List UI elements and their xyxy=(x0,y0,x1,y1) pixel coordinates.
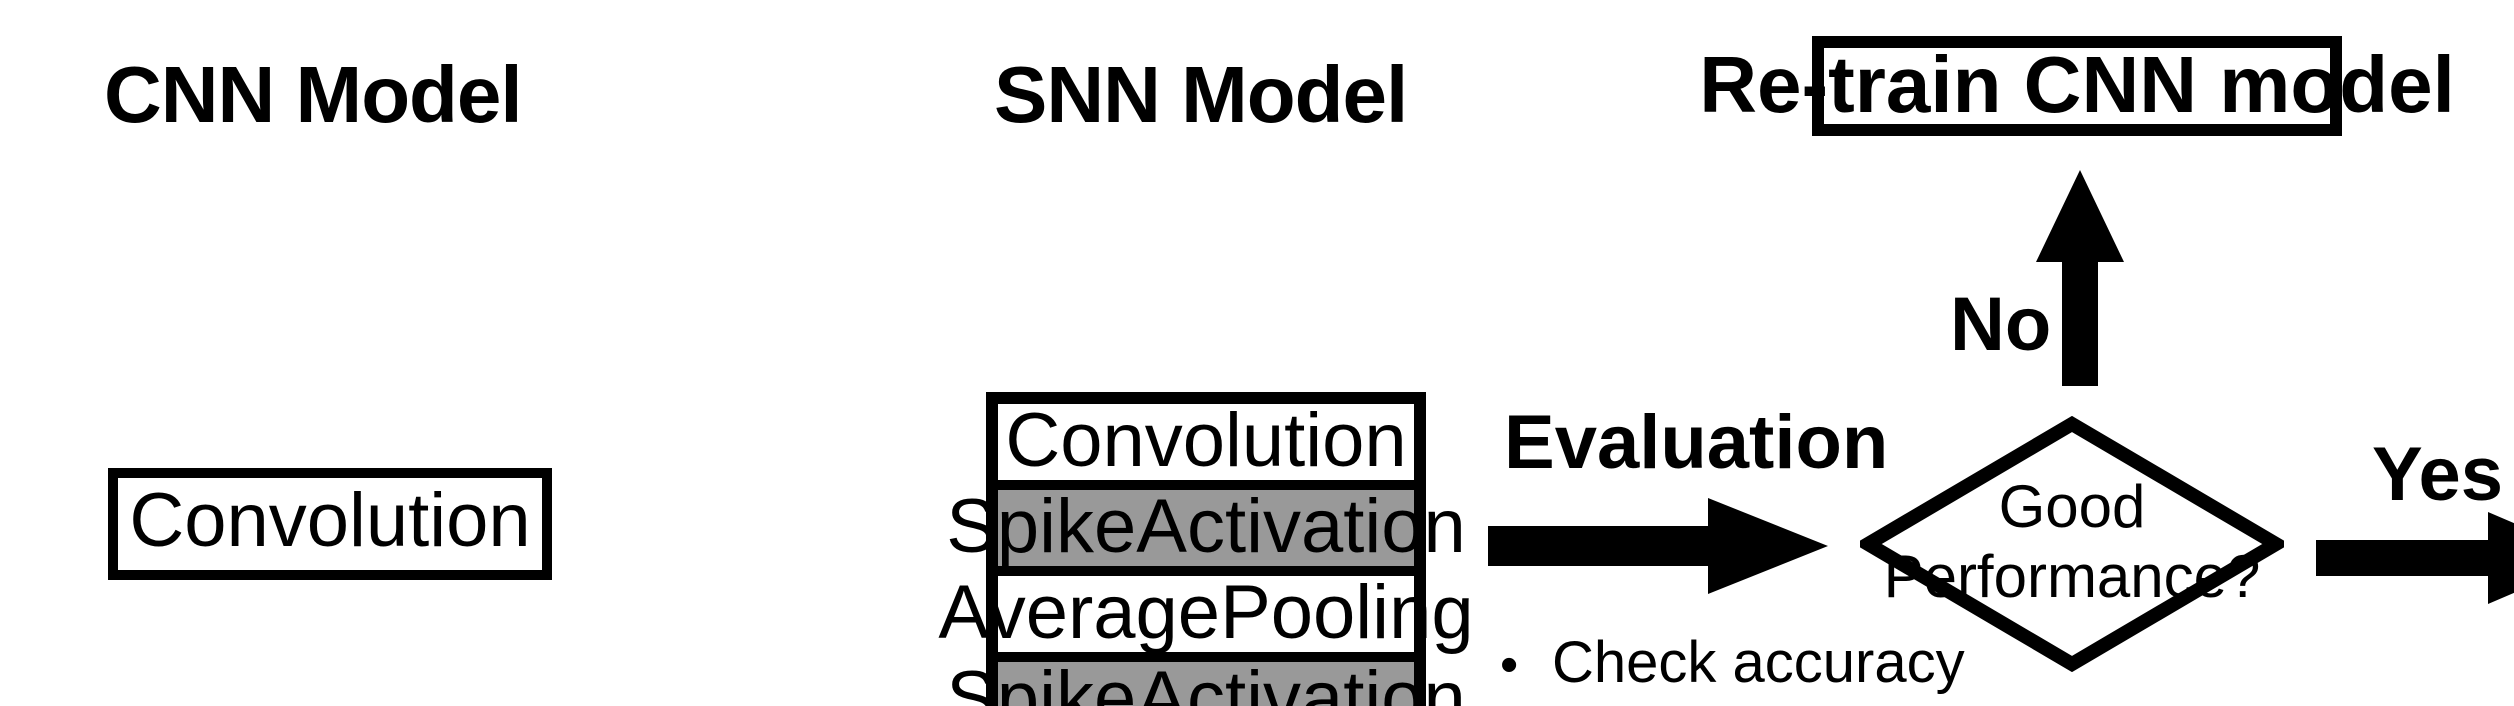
cnn-section-heading: CNN Model xyxy=(104,52,523,140)
evaluation-checklist: •Check accuracy•Check the number of spik… xyxy=(1500,632,2514,706)
checklist-item-label: Check accuracy xyxy=(1552,632,1965,696)
snn-layer-convolution: Convolution xyxy=(998,404,1414,490)
retrain-cnn-model-box: Re-train CNN model xyxy=(1699,36,2455,136)
decision-line-2: Performance? xyxy=(1883,546,2261,612)
yes-branch-arrow-icon xyxy=(2316,512,2514,604)
bullet-dot-icon: • xyxy=(1500,634,1519,694)
snn-layer-label: SpikeActivation xyxy=(946,486,1466,570)
yes-edge-label: Yes xyxy=(2372,434,2504,518)
decision-line-1: Good xyxy=(1998,475,2146,542)
no-branch-arrow-icon xyxy=(2036,170,2124,386)
snn-layer-spikeactivation: SpikeActivation xyxy=(946,662,1466,706)
cnn-layer-convolution: Convolution xyxy=(108,468,552,580)
cnn-layer-label: Convolution xyxy=(129,480,531,565)
evaluation-arrow-icon xyxy=(1488,498,1828,594)
snn-section-heading: SNN Model xyxy=(994,52,1408,140)
snn-layer-label: SpikeActivation xyxy=(946,658,1466,706)
snn-layer-averagepooling: AveragePooling xyxy=(938,576,1474,662)
snn-layer-spikeactivation: SpikeActivation xyxy=(946,490,1466,576)
snn-layer-label: AveragePooling xyxy=(938,572,1474,656)
decision-label: Good Performance? xyxy=(1860,473,2284,615)
checklist-item: • Check accuracy xyxy=(1500,632,2514,706)
snn-layer-label: Convolution xyxy=(1005,400,1407,484)
retrain-cnn-model-label: Re-train CNN model xyxy=(1699,41,2455,130)
no-edge-label: No xyxy=(1950,284,2052,368)
evaluation-edge-label: Evaluation xyxy=(1504,402,1889,486)
